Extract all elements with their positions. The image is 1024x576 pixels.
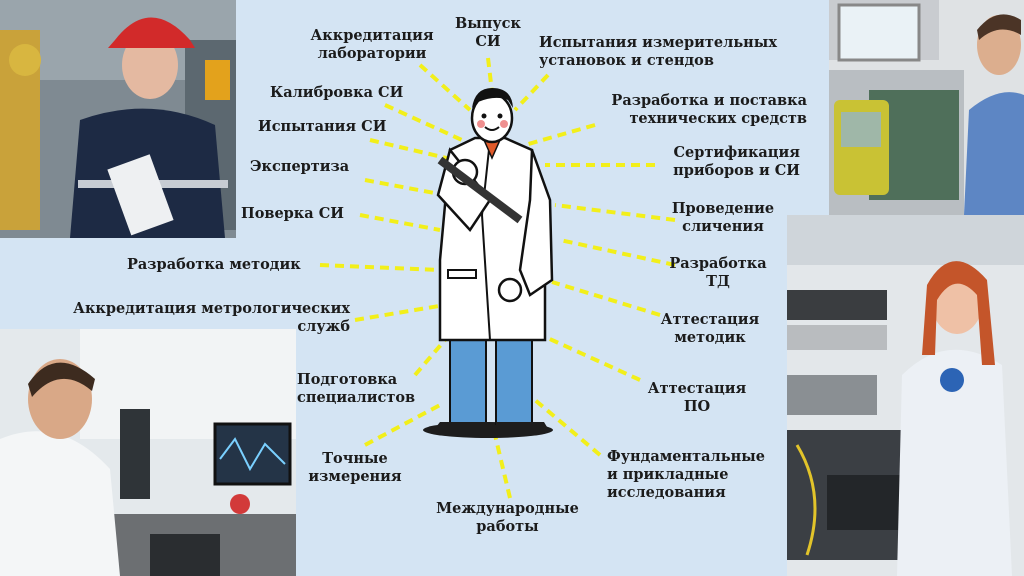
label-si-release: Выпуск СИ [455, 15, 521, 50]
label-td-development: Разработка ТД [669, 255, 767, 290]
photo-technician-multimeter [829, 0, 1024, 215]
label-metrology-accreditation: Аккредитация метрологических служб [73, 300, 350, 335]
label-methods-attestation: Аттестация методик [660, 311, 760, 346]
label-international-works: Международные работы [436, 500, 579, 535]
label-lab-accreditation: Аккредитация лаборатории [310, 27, 434, 62]
label-research: Фундаментальные и прикладные исследовани… [607, 448, 765, 501]
label-calibration: Калибровка СИ [270, 84, 404, 101]
label-methods-development: Разработка методик [127, 256, 301, 273]
label-precise-measurements: Точные измерения [308, 450, 402, 485]
label-comparison: Проведение сличения [671, 200, 775, 235]
label-certification: Сертификация приборов и СИ [673, 144, 800, 179]
label-si-testing: Испытания СИ [258, 118, 387, 135]
photo-worker-helmet [0, 0, 236, 238]
photo-woman-lab [787, 215, 1024, 576]
photo-engineer-microscope [0, 329, 296, 576]
label-training: Подготовка специалистов [297, 371, 416, 406]
label-verification: Поверка СИ [241, 205, 344, 222]
label-development-supply: Разработка и поставка технических средст… [611, 92, 807, 127]
label-test-installations: Испытания измерительных установок и стен… [539, 34, 777, 69]
label-software-attestation: Аттестация ПО [647, 380, 747, 415]
label-expertise: Экспертиза [250, 158, 350, 175]
